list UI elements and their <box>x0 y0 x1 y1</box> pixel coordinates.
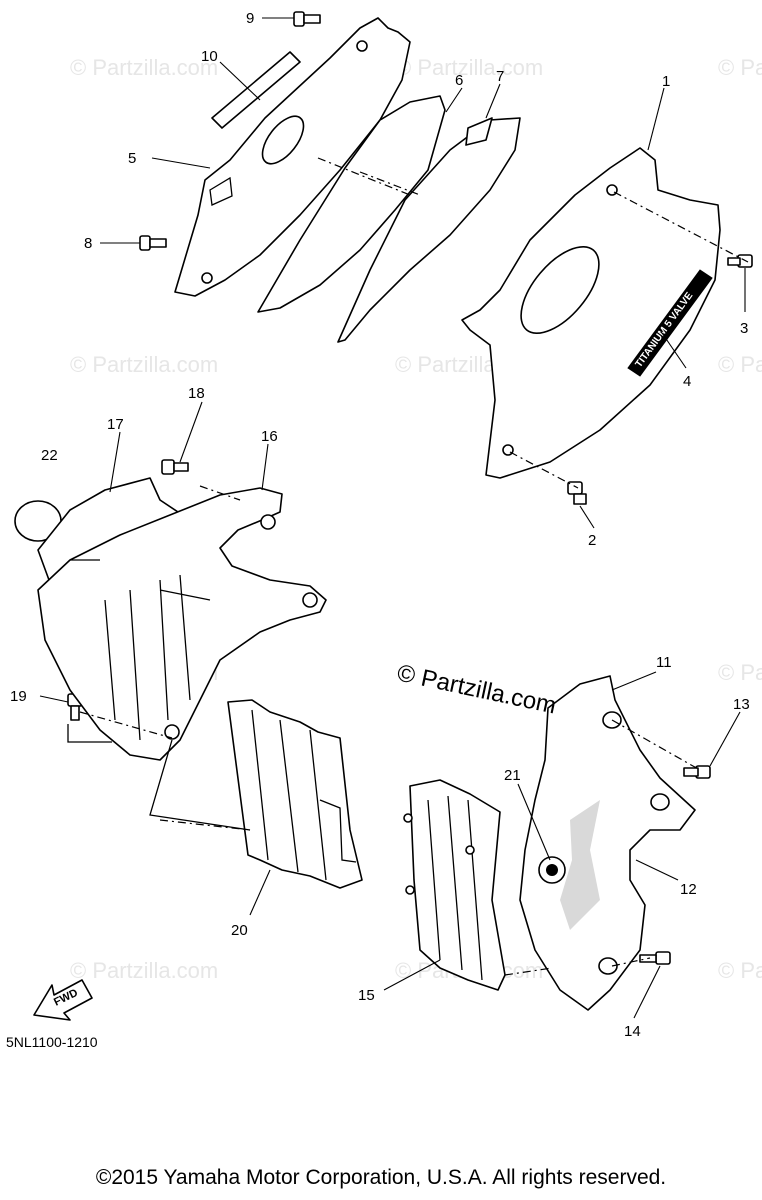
part-11-right-shroud <box>519 675 696 1011</box>
left-cover-mount-hole <box>201 272 213 284</box>
callout-3: 3 <box>740 320 748 337</box>
part-14-bolt <box>639 951 671 965</box>
callout-5: 5 <box>128 150 136 167</box>
right-cover-oval-cutout <box>520 246 600 334</box>
shroud-inner-edge <box>70 559 211 601</box>
grille-mount-lower <box>405 885 415 895</box>
callout-2: 2 <box>588 532 596 549</box>
diagram-code: 5NL1100-1210 <box>6 1034 98 1050</box>
part-16-left-shroud <box>37 487 327 761</box>
assembly-line-3 <box>613 191 749 263</box>
part-18-bolt <box>161 459 189 475</box>
part-8-bolt <box>139 235 167 251</box>
shroud-louvers <box>104 574 191 741</box>
left-cover-top-hole <box>356 40 368 52</box>
watermark: © Partzilla.com <box>718 660 762 685</box>
left-decal-dash-line <box>317 157 411 196</box>
callout-20: 20 <box>231 922 248 939</box>
watermark: © Partzilla.com <box>70 352 218 377</box>
right-cover-top-hole <box>606 184 618 196</box>
left-cover-tab <box>209 176 233 206</box>
left-cover-oval-cutout <box>261 115 305 165</box>
callout-15: 15 <box>358 987 375 1004</box>
part-5-left-side-cover <box>174 17 411 297</box>
callout-8: 8 <box>84 235 92 252</box>
watermark: © Partzilla.com <box>718 352 762 377</box>
callout-11: 11 <box>656 654 672 671</box>
right-cover-mount-hole <box>502 444 514 456</box>
watermark: © Partzilla.com <box>395 55 543 80</box>
grille-mount-upper <box>403 813 413 823</box>
callout-21: 21 <box>504 767 521 784</box>
callout-7: 7 <box>496 68 504 85</box>
assembly-line-19 <box>79 711 173 739</box>
watermark: © Partzilla.com <box>70 958 218 983</box>
callout-1: 1 <box>662 73 670 90</box>
callout-labels: 1 2 3 4 5 6 7 8 9 10 11 12 13 14 15 16 1… <box>10 10 750 1040</box>
grille-bars <box>427 795 483 981</box>
callout-18: 18 <box>188 385 205 402</box>
fwd-arrow-shape <box>33 979 93 1021</box>
part-6-left-decal <box>257 95 446 313</box>
right-shroud-lower-hole <box>598 957 618 975</box>
part-1-right-side-cover <box>461 147 721 479</box>
assembly-line-15 <box>504 967 553 976</box>
watermark: © Partzilla.com <box>718 958 762 983</box>
part-10-decal-strip <box>211 51 301 129</box>
assembly-line-18 <box>199 485 241 501</box>
callout-19: 19 <box>10 688 27 705</box>
assembly-line-13 <box>611 719 701 771</box>
part-3-bolt <box>727 254 753 268</box>
assembly-line-14 <box>611 957 651 967</box>
grille-mount-mid <box>465 845 475 855</box>
part-7-small-tab <box>465 117 493 146</box>
watermark: © Partzilla.com <box>718 55 762 80</box>
guard-fins <box>251 709 327 881</box>
callout-13: 13 <box>733 696 750 713</box>
right-shroud-graphic <box>560 800 600 930</box>
emblem-center <box>546 864 558 876</box>
guard-side-tab <box>319 799 357 863</box>
part-7-right-decal <box>337 117 521 343</box>
partzilla-brand-watermark: © Partzilla.com <box>395 659 559 719</box>
bracket-20 <box>149 739 251 831</box>
callout-9: 9 <box>246 10 254 27</box>
part-20-radiator-guard <box>227 699 363 889</box>
part-13-bolt <box>683 765 711 779</box>
callout-22: 22 <box>41 447 58 464</box>
titanium-decal-plate <box>627 269 713 377</box>
shroud-upper-mount <box>260 514 276 530</box>
fwd-arrow: FWD <box>33 979 93 1021</box>
callout-17: 17 <box>107 416 124 433</box>
copyright-notice: ©2015 Yamaha Motor Corporation, U.S.A. A… <box>95 1166 667 1189</box>
callout-6: 6 <box>455 72 463 89</box>
callout-10: 10 <box>201 48 218 65</box>
watermark: © Partzilla.com <box>70 55 218 80</box>
callout-4: 4 <box>683 373 691 390</box>
leader-lines <box>39 17 746 1019</box>
right-shroud-mid-hole <box>650 793 670 811</box>
callout-12: 12 <box>680 881 697 898</box>
callout-16: 16 <box>261 428 278 445</box>
callout-14: 14 <box>624 1023 641 1040</box>
part-15-radiator-grille <box>409 779 506 991</box>
shroud-bottom-mount <box>164 724 180 740</box>
bracket-19 <box>67 724 112 743</box>
assembly-line-2 <box>509 451 579 489</box>
part-9-bolt <box>293 11 321 27</box>
part-2-bolt <box>567 481 587 505</box>
shroud-lower-mount <box>302 592 318 608</box>
